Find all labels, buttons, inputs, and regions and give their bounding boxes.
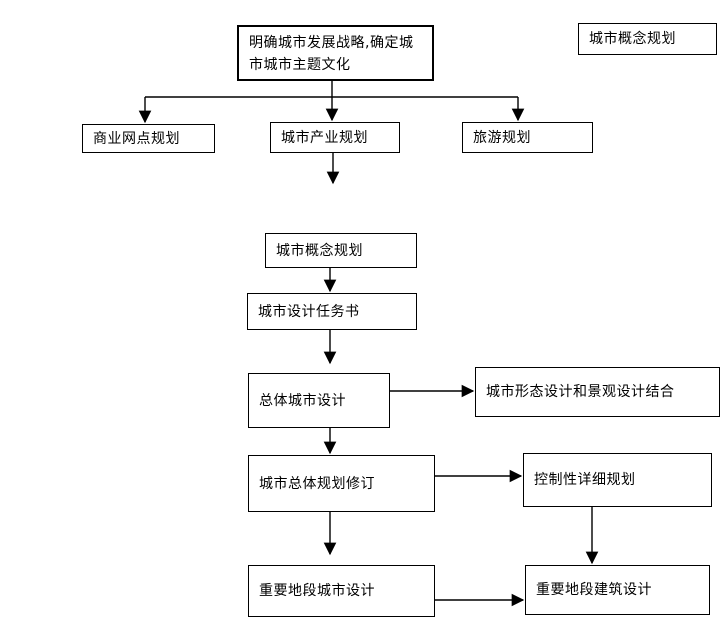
node-key-area-urban-design: 重要地段城市设计: [248, 565, 435, 617]
node-design-taskbook: 城市设计任务书: [247, 293, 417, 330]
node-overall-urban-design: 总体城市设计: [248, 373, 390, 428]
node-morphology-landscape-design: 城市形态设计和景观设计结合: [475, 367, 720, 417]
node-concept-plan-overview: 城市概念规划: [578, 23, 717, 55]
node-key-area-architecture-design: 重要地段建筑设计: [525, 565, 710, 615]
node-regulatory-detailed-plan: 控制性详细规划: [523, 453, 712, 507]
node-urban-industry-plan: 城市产业规划: [270, 122, 400, 153]
node-tourism-plan: 旅游规划: [462, 122, 593, 153]
node-commercial-network-plan: 商业网点规划: [82, 124, 215, 153]
node-master-plan-revision: 城市总体规划修订: [248, 455, 435, 512]
node-concept-plan: 城市概念规划: [265, 233, 417, 268]
node-strategy: 明确城市发展战略,确定城市城市主题文化: [237, 25, 434, 81]
